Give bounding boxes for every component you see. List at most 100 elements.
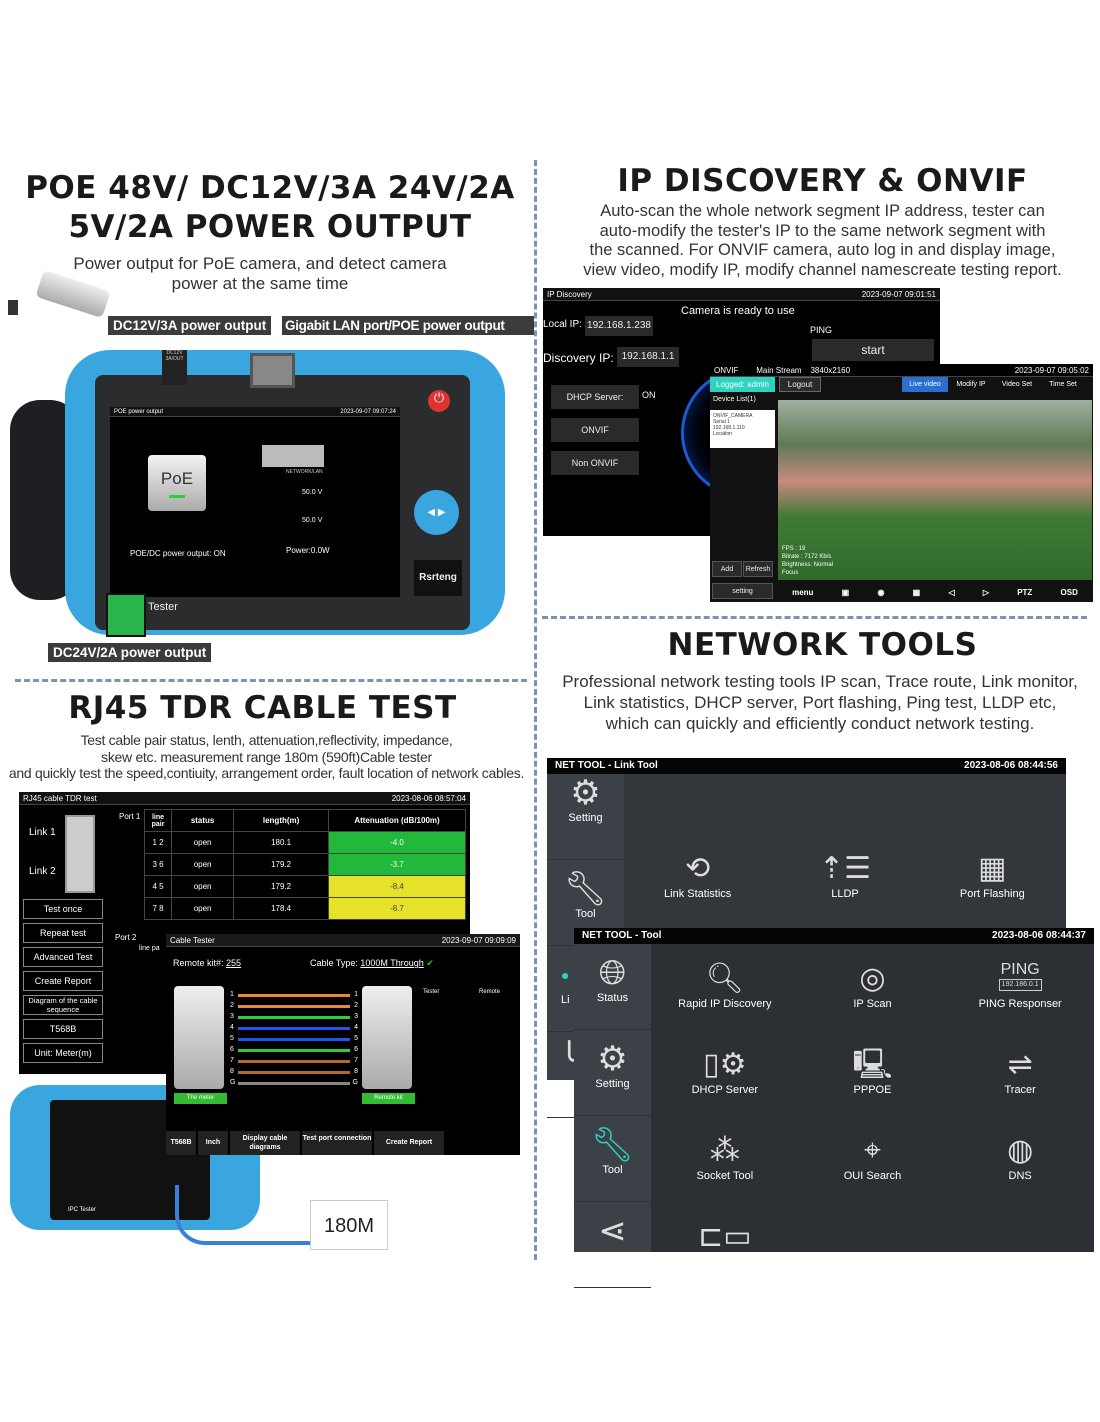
network-device-icon: ⊏▭ xyxy=(698,1220,752,1253)
tester-label: Tester xyxy=(148,601,178,613)
gear-icon: ⚙ xyxy=(597,1040,628,1078)
horizontal-divider-right xyxy=(542,616,1087,619)
sidebar-item-tool[interactable]: 🔧︎Tool xyxy=(547,860,624,946)
remote-kit-value: 255 xyxy=(226,958,242,968)
advanced-test-button[interactable]: Advanced Test xyxy=(23,947,103,967)
test-port-button[interactable]: Test port connection xyxy=(302,1131,372,1155)
tdr-title: RJ45 TDR CABLE TEST xyxy=(68,690,457,726)
tab-live-video[interactable]: Live video xyxy=(902,377,948,392)
mute-icon[interactable]: ◁ xyxy=(948,588,955,597)
display-diagrams-button[interactable]: Display cable diagrams xyxy=(230,1131,300,1155)
repeat-test-button[interactable]: Repeat test xyxy=(23,923,103,943)
port-label: NETWORK/LAN xyxy=(286,469,323,475)
rj45-ports xyxy=(65,815,95,893)
ipd-title: IP DISCOVERY & ONVIF xyxy=(617,163,1028,199)
diagram-button[interactable]: Diagram of the cable sequence xyxy=(23,995,103,1015)
onvif-tabs: Live video Modify IP Video Set Time Set xyxy=(902,377,1086,392)
wrench-icon: 🔧︎ xyxy=(563,870,608,908)
unit-button[interactable]: Unit: Meter(m) xyxy=(23,1043,103,1063)
non-onvif-button[interactable]: Non ONVIF xyxy=(551,451,639,475)
sidebar-item-status[interactable]: 🌐︎Status xyxy=(574,944,651,1030)
tab-time-set[interactable]: Time Set xyxy=(1049,381,1077,388)
create-report-button-2[interactable]: Create Report xyxy=(374,1131,444,1155)
server-gear-icon: ▯⚙ xyxy=(703,1048,747,1081)
dc12v-port: DC12V 3A/OUT xyxy=(162,350,187,385)
picture-icon[interactable]: ▣ xyxy=(841,588,850,597)
tab-modify-ip[interactable]: Modify IP xyxy=(956,381,986,388)
camera-icon[interactable]: ◉ xyxy=(877,588,885,597)
port-flashing-icon: ▦ xyxy=(978,852,1007,885)
logout-button[interactable]: Logout xyxy=(779,377,821,392)
remote-kit-label: Remote kit#: xyxy=(173,958,224,968)
discovery-ip-field[interactable]: 192.168.1.1 xyxy=(617,347,679,367)
dns-item[interactable]: ◍DNS xyxy=(946,1120,1094,1206)
port2-label: Port 2 xyxy=(115,933,137,942)
sidebar-item-setting[interactable]: ⚙Setting xyxy=(574,1030,651,1116)
ptz-button[interactable]: PTZ xyxy=(1017,588,1033,597)
play-icon[interactable]: ▷ xyxy=(982,588,989,597)
ip-scan-item[interactable]: ◎IP Scan xyxy=(799,948,947,1034)
onvif-button[interactable]: ONVIF xyxy=(551,418,639,442)
rapid-ip-discovery-item[interactable]: 🔍︎Rapid IP Discovery xyxy=(651,948,799,1034)
tester-col-label: Tester xyxy=(423,989,440,995)
poe-output-status: POE/DC power output: ON xyxy=(130,549,226,558)
menu-button[interactable]: menu xyxy=(792,588,814,597)
poe-desc-1: Power output for PoE camera, and detect … xyxy=(73,254,447,273)
pppoe-item[interactable]: 🖳︎PPPOE xyxy=(799,1034,947,1120)
link1-label: Link 1 xyxy=(29,827,56,838)
port-flashing-item[interactable]: ▦Port Flashing xyxy=(919,838,1066,924)
t568b-button[interactable]: T568B xyxy=(23,1019,103,1039)
dhcp-server-item[interactable]: ▯⚙DHCP Server xyxy=(651,1034,799,1120)
t568b-tab[interactable]: T568B xyxy=(166,1131,196,1155)
test-once-button[interactable]: Test once xyxy=(23,899,103,919)
socket-icon: ⁂ xyxy=(709,1134,740,1167)
remote-kit-tag: Remote kit xyxy=(362,1093,415,1104)
setting-button[interactable]: setting xyxy=(712,583,773,599)
record-icon[interactable]: ▦ xyxy=(912,588,921,597)
dhcp-server-button[interactable]: DHCP Server: xyxy=(551,385,639,409)
camera-image xyxy=(8,269,111,319)
horizontal-divider-left xyxy=(15,679,527,682)
check-icon: ✔ xyxy=(426,958,434,968)
power-button[interactable]: ⏻ xyxy=(428,390,450,412)
local-ip-field[interactable]: 192.168.1.238 xyxy=(585,316,653,336)
remote-connector xyxy=(362,986,412,1089)
meter-label: The meter xyxy=(174,1093,227,1104)
sidebar-item-tool-active[interactable]: 🔧︎Tool xyxy=(574,1116,651,1202)
oui-search-item[interactable]: ⌖OUI Search xyxy=(799,1120,947,1206)
poe-button[interactable]: PoE xyxy=(148,455,206,511)
link-statistics-item[interactable]: ⟲Link Statistics xyxy=(624,838,771,924)
tracer-icon: ⇌ xyxy=(1007,1048,1033,1081)
add-button[interactable]: Add xyxy=(712,561,742,577)
dc24v-terminal xyxy=(106,593,146,637)
osd-button[interactable]: OSD xyxy=(1060,588,1078,597)
dc24v-tag: DC24V/2A power output xyxy=(48,643,212,662)
cable-length-label: 180M xyxy=(310,1200,388,1250)
lldp-item[interactable]: ⇡☰LLDP xyxy=(771,838,918,924)
tracer-item[interactable]: ⇌Tracer xyxy=(946,1034,1094,1120)
start-button[interactable]: start xyxy=(812,339,934,361)
refresh-button[interactable]: Refresh xyxy=(743,561,773,577)
network-device-item[interactable]: ⊏▭ xyxy=(651,1206,799,1292)
inch-tab[interactable]: Inch xyxy=(198,1131,228,1155)
vertical-divider xyxy=(534,160,537,1260)
tab-video-set[interactable]: Video Set xyxy=(1001,381,1033,388)
sidebar-item-share[interactable]: ⋖ xyxy=(574,1202,651,1288)
sidebar-item-setting[interactable]: ⚙Setting xyxy=(547,774,624,860)
socket-tool-item[interactable]: ⁂Socket Tool xyxy=(651,1120,799,1206)
link-tool-grid: ⟲Link Statistics ⇡☰LLDP ▦Port Flashing xyxy=(624,838,1066,924)
create-report-button[interactable]: Create Report xyxy=(23,971,103,991)
dpad[interactable]: ◀ ▶ xyxy=(414,490,459,535)
